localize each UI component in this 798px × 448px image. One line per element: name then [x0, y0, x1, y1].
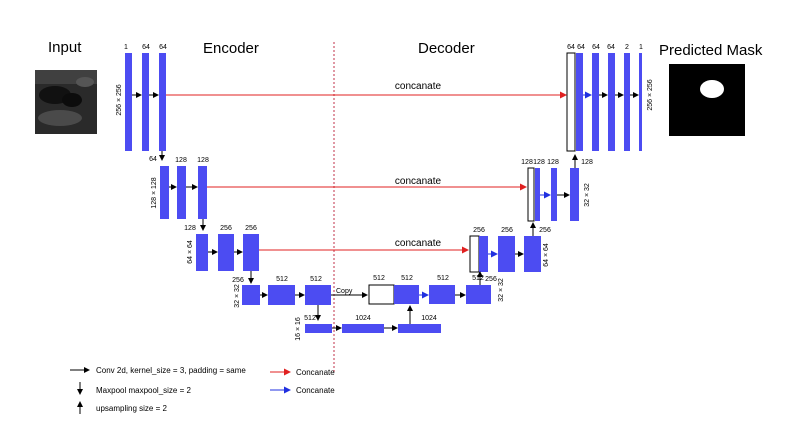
- l4-enc-block-0: [242, 285, 260, 305]
- predicted-mask-image: [669, 64, 745, 136]
- l4-enc-size: 32 × 32: [234, 284, 241, 308]
- l3-dec-ch-0: 256: [473, 227, 485, 234]
- encoder-title: Encoder: [203, 40, 259, 57]
- l4-enc-ch-1: 512: [310, 276, 322, 283]
- bottleneck-block-2: [398, 324, 441, 333]
- l4-dec-block-0: [394, 285, 419, 304]
- l2-dec-up-ch: 128: [581, 159, 593, 166]
- l4-dec-block-1: [429, 285, 455, 304]
- l4-dec-up-ch: 256: [485, 276, 497, 283]
- l1-dec-ch-3: 64: [607, 44, 615, 51]
- l1-dec-ch-0: 64: [567, 44, 575, 51]
- l2-dec-block-1: [551, 168, 557, 221]
- l1-dec-size: 256 × 256: [647, 79, 654, 110]
- l4-in-ch: 256: [232, 277, 244, 284]
- l3-in-ch: 128: [184, 225, 196, 232]
- l1-enc-block-2: [159, 53, 166, 151]
- bottleneck-size: 16 × 16: [295, 317, 302, 341]
- l1-enc-ch-1: 64: [142, 44, 150, 51]
- l2-enc-ch-1: 128: [197, 157, 209, 164]
- l2-enc-ch-0: 128: [175, 157, 187, 164]
- l3-enc-ch-0: 256: [220, 225, 232, 232]
- bottleneck-block-0: [305, 324, 332, 333]
- l3-dec-block-0: [479, 236, 488, 272]
- l3-enc-ch-1: 256: [245, 225, 257, 232]
- l4-enc-ch-0: 512: [276, 276, 288, 283]
- l3-enc-size: 64 × 64: [187, 240, 194, 264]
- l2-dec-block-2: [570, 168, 579, 221]
- l1-dec-block-4: [639, 53, 642, 151]
- l3-dec-ch-1: 256: [501, 227, 513, 234]
- l3-concat-label: concanate: [395, 238, 442, 249]
- legend-conv-label: Conv 2d, kernel_size = 3, padding = same: [96, 366, 246, 375]
- l2-enc-block-0: [160, 166, 169, 219]
- legend-concat-red-label: Concanate: [296, 368, 335, 377]
- input-ultrasound-image: [35, 70, 97, 134]
- l1-concat-label: concanate: [395, 81, 442, 92]
- l1-dec-block-2: [608, 53, 615, 151]
- l2-concat-label: concanate: [395, 176, 442, 187]
- l4-dec-ch-3: 512: [472, 275, 484, 282]
- legend-maxpool-label: Maxpool maxpool_size = 2: [96, 386, 191, 395]
- l3-dec-ch-2: 256: [539, 227, 551, 234]
- l3-dec-size: 64 × 64: [543, 243, 550, 267]
- l1-enc-block-0: [125, 53, 132, 151]
- l4-dec-size: 32 × 32: [498, 278, 505, 302]
- legend-concat-blue-label: Concanate: [296, 386, 335, 395]
- l2-enc-size: 128 × 128: [151, 177, 158, 208]
- bottleneck-ch-1: 1024: [421, 315, 437, 322]
- l4-enc-block-2: [305, 285, 331, 305]
- legend: Conv 2d, kernel_size = 3, padding = same…: [70, 366, 335, 414]
- input-title: Input: [48, 39, 82, 56]
- decoder-title: Decoder: [418, 40, 475, 57]
- l1-dec-ch-2: 64: [592, 44, 600, 51]
- l1-dec-block-1: [592, 53, 599, 151]
- l2-dec-block-0: [535, 168, 540, 221]
- l2-enc-block-1: [177, 166, 186, 219]
- l1-enc-size: 256 × 256: [116, 84, 123, 115]
- l1-dec-ch-4: 2: [625, 44, 629, 51]
- l4-dec-ch-2: 512: [437, 275, 449, 282]
- l3-dec-block-2: [524, 236, 541, 272]
- l1-dec-ch-1: 64: [577, 44, 585, 51]
- l3-enc-block-0: [196, 234, 208, 271]
- l4-dec-ch-0: 512: [373, 275, 385, 282]
- l4-dec-copied-block: [368, 284, 395, 305]
- l2-in-ch: 64: [149, 156, 157, 163]
- bottleneck-block-1: [342, 324, 384, 333]
- legend-upsample-label: upsampling size = 2: [96, 404, 167, 413]
- l1-enc-block-1: [142, 53, 149, 151]
- l4-dec-ch-1: 512: [401, 275, 413, 282]
- predicted-mask-title: Predicted Mask: [659, 42, 763, 59]
- l1-dec-block-0: [576, 53, 583, 151]
- bottleneck-ch-0: 1024: [355, 315, 371, 322]
- l1-dec-copied-block: [566, 52, 576, 152]
- l3-dec-copied-block: [469, 235, 480, 273]
- l2-dec-ch-1: 128: [533, 159, 545, 166]
- l3-dec-block-1: [498, 236, 515, 272]
- l1-enc-ch-2: 64: [159, 44, 167, 51]
- l1-enc-ch-0: 1: [124, 44, 128, 51]
- l2-dec-ch-2: 128: [547, 159, 559, 166]
- l2-enc-block-2: [198, 166, 207, 219]
- l2-dec-ch-0: 128: [521, 159, 533, 166]
- l4-dec-block-2: [466, 285, 491, 304]
- l3-enc-block-2: [243, 234, 259, 271]
- l1-dec-block-3: [624, 53, 630, 151]
- bottleneck-in-ch: 512: [304, 315, 316, 322]
- l4-enc-block-1: [268, 285, 295, 305]
- l1-dec-ch-5: 1: [639, 44, 643, 51]
- l2-dec-copied-block: [527, 167, 535, 222]
- l2-dec-size: 32 × 32: [584, 183, 591, 207]
- l4-copy-label: Copy: [336, 288, 353, 295]
- l3-enc-block-1: [218, 234, 234, 271]
